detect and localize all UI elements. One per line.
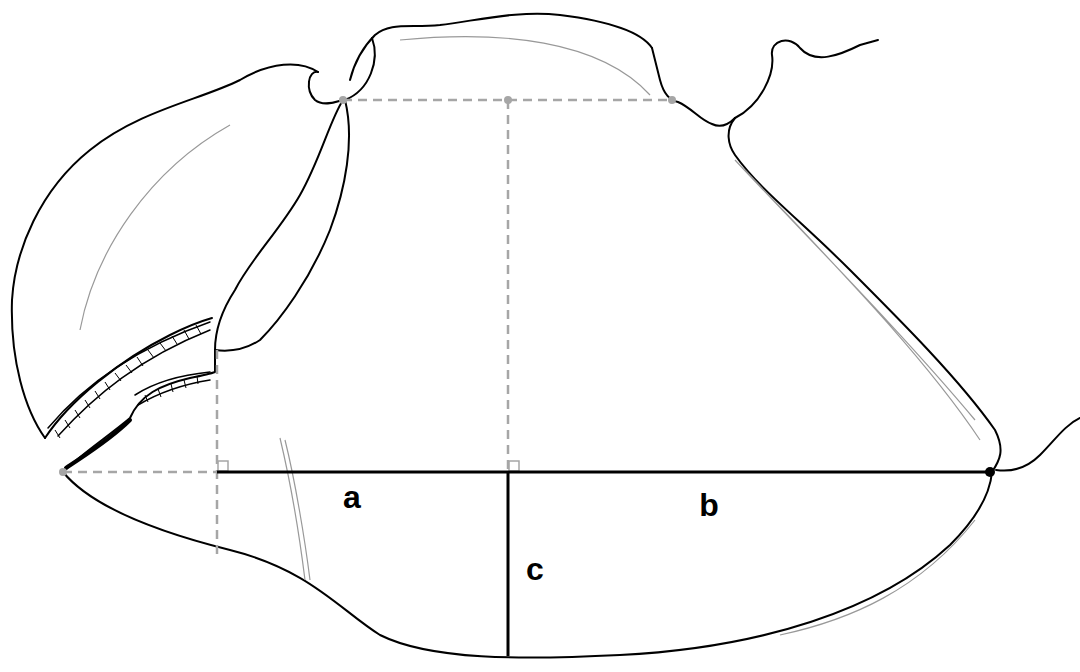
right-angle-mark (218, 461, 228, 471)
merus-outline (350, 14, 652, 80)
texture-line (80, 37, 980, 635)
joint-line (215, 100, 343, 350)
pollex-edge (66, 420, 130, 468)
dimension-label: c (526, 553, 544, 585)
pollex-outline (63, 350, 215, 472)
dactylus-outline (12, 64, 318, 438)
measure-guide (216, 350, 219, 556)
landmark-dot (668, 96, 676, 104)
landmark-dot (339, 96, 347, 104)
teeth-hatch (55, 325, 201, 438)
palm-outline (215, 100, 349, 351)
teeth-band (48, 322, 210, 436)
landmark-dot (985, 467, 995, 477)
carpus-outline (735, 40, 878, 118)
measure-line (217, 471, 990, 474)
right-angle-mark (509, 461, 519, 471)
landmark-dot (504, 96, 512, 104)
carpus-outline (652, 48, 735, 126)
body-outline (996, 418, 1080, 471)
landmark-dot (59, 468, 67, 476)
dimension-label: b (699, 489, 719, 521)
measure-guide (507, 100, 510, 472)
dimension-label: a (343, 481, 361, 513)
joint-line (309, 72, 343, 104)
measure-guide (63, 471, 217, 474)
palm-outline (63, 472, 992, 658)
measure-line (507, 472, 510, 656)
palm-outline (729, 118, 1001, 472)
joint-line (345, 38, 375, 100)
